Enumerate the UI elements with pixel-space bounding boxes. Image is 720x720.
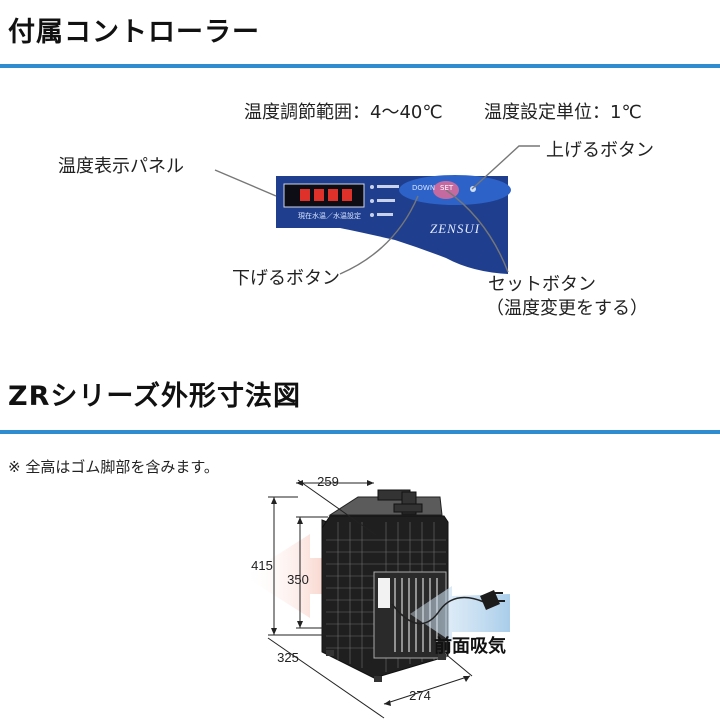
callout-set-button-note: （温度変更をする） [486, 298, 648, 319]
panel-set-label: SET [440, 184, 454, 192]
dim-height-total: 415 [251, 558, 273, 573]
power-plug-icon [480, 590, 505, 610]
dimension-arrowheads [271, 480, 470, 706]
callout-up-button: 上げるボタン [546, 140, 654, 161]
dim-width-bottom: 274 [409, 688, 431, 703]
section-divider-controller [0, 64, 720, 68]
panel-brand-logo: ZENSUI [430, 221, 481, 236]
height-note: ※ 全高はゴム脚部を含みます。 [8, 458, 219, 476]
callout-set-button: セットボタン [488, 274, 596, 295]
power-cord [391, 596, 485, 625]
display-digits [300, 189, 352, 201]
spec-temperature-unit: 温度設定単位：1℃ [484, 102, 642, 123]
dim-depth: 325 [277, 650, 299, 665]
dim-width-top: 259 [317, 474, 339, 489]
section-title-dimensions: ZRシリーズ外形寸法図 [8, 381, 302, 412]
section-divider-dimensions [0, 430, 720, 434]
panel-sub-label: 現在水温／水温設定 [298, 212, 361, 220]
chiller-unit [321, 496, 449, 682]
dimension-lines [267, 479, 473, 719]
dim-height-body: 350 [287, 572, 309, 587]
callout-lines [214, 145, 540, 275]
intake-label: 前面吸気 [434, 636, 506, 657]
section-title-controller: 付属コントローラー [8, 17, 260, 48]
spec-temperature-range: 温度調節範囲：4〜40℃ [244, 102, 443, 123]
callout-display-panel: 温度表示パネル [58, 156, 184, 177]
callout-down-button: 下げるボタン [232, 268, 340, 289]
status-indicators [370, 185, 399, 217]
panel-down-label: DOWN [412, 184, 436, 192]
top-fittings [377, 489, 423, 515]
hot-air-arrow [244, 534, 350, 618]
